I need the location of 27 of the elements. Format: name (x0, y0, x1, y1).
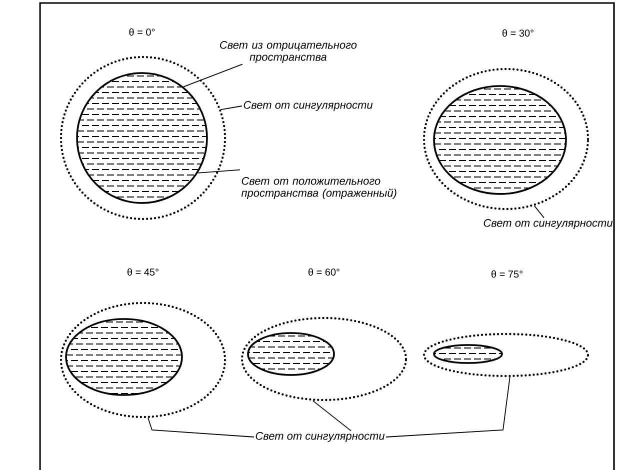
angle-label: θ = 60° (308, 268, 340, 276)
angle-label: θ = 0° (129, 28, 155, 36)
callout-text: Свет от сингулярности (256, 432, 385, 442)
hatched-ellipse (247, 332, 335, 376)
dotted-ellipse (60, 56, 226, 220)
callout-text: Свет от положительного пространства (отраженный) (241, 177, 396, 199)
callout-text: Свет от сингулярности (244, 101, 373, 111)
dotted-ellipse (60, 302, 226, 418)
leader-line (386, 376, 510, 438)
hatched-ellipse (433, 344, 503, 364)
callout-text: Свет из отрицательного пространства (220, 41, 357, 63)
leader-line (312, 400, 352, 432)
dotted-ellipse (422, 332, 590, 378)
leader-line (197, 169, 240, 174)
hatched-ellipse (65, 318, 183, 396)
angle-label: θ = 30° (502, 29, 534, 37)
hatched-ellipse (76, 72, 208, 204)
dotted-ellipse (240, 316, 408, 402)
callout-text: Свет от сингулярности (484, 219, 613, 229)
angle-label: θ = 75° (491, 270, 522, 278)
angle-label: θ = 45° (127, 268, 158, 276)
leader-line (220, 106, 242, 110)
leader-line (534, 205, 544, 218)
leader-line (183, 64, 243, 88)
hatched-ellipse (433, 85, 567, 195)
dotted-ellipse (422, 68, 590, 210)
leader-line (148, 418, 254, 438)
